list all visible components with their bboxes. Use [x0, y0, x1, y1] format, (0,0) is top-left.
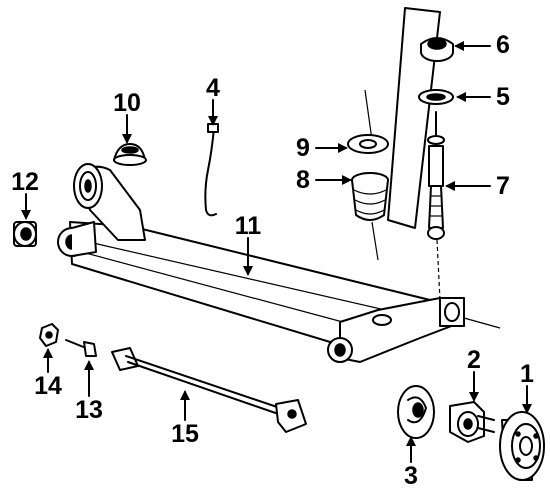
callout-5: 5 [496, 83, 510, 111]
strut-tower-post [387, 7, 441, 229]
hub-bearing-part-2 [449, 401, 495, 443]
callout-4: 4 [206, 74, 220, 102]
callout-1: 1 [520, 360, 534, 388]
bushing-part-12 [13, 221, 37, 247]
callout-14: 14 [34, 372, 62, 400]
upper-mount-part-6 [420, 37, 454, 62]
callout-9: 9 [296, 134, 310, 162]
callout-10: 10 [113, 89, 141, 117]
callout-13: 13 [75, 396, 103, 424]
spring-seat-part-9 [347, 89, 389, 154]
brake-hose-part-4 [204, 123, 219, 217]
callout-12: 12 [11, 168, 39, 196]
shock-absorber-part-7 [427, 111, 445, 301]
bump-stop-part-8 [351, 172, 389, 261]
callout-2: 2 [467, 346, 481, 374]
axle-beam-part-11 [57, 163, 501, 363]
nut-part-14 [39, 323, 59, 347]
bushing-cap-part-10 [113, 143, 147, 166]
track-rod-part-15 [111, 347, 307, 433]
callout-7: 7 [496, 172, 510, 200]
callout-15: 15 [171, 420, 199, 448]
bearing-ring-part-5 [418, 89, 454, 105]
callout-11: 11 [234, 212, 262, 240]
bolt-part-13 [65, 339, 97, 357]
brake-drum-part-1 [499, 411, 545, 481]
backing-plate-part-3 [397, 385, 435, 439]
callout-leaders [21, 41, 532, 463]
callout-8: 8 [296, 166, 310, 194]
callout-6: 6 [496, 31, 510, 59]
callout-3: 3 [404, 462, 418, 490]
